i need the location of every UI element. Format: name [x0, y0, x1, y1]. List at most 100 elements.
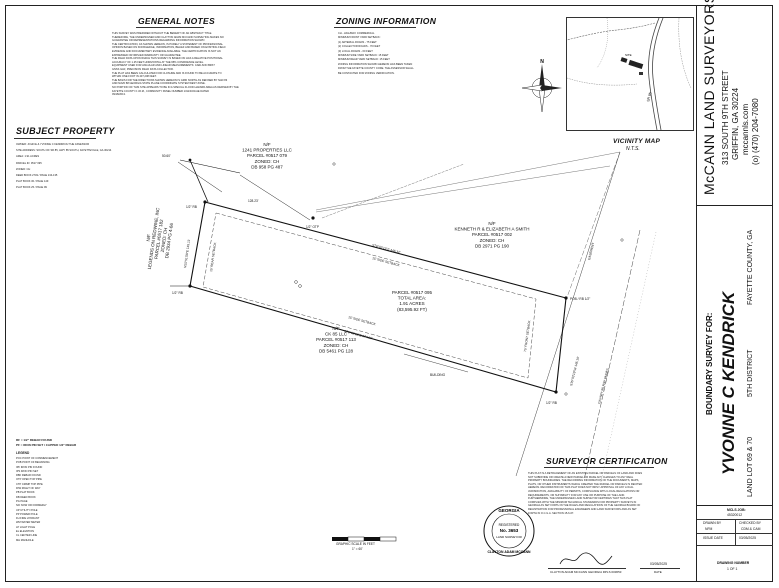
text-line: HEREON. RECORDATION OF THIS PLAT DOES NO…	[528, 486, 634, 490]
text-line: DEED BOOK 2749 / PAGE 134-135	[16, 174, 58, 178]
text-line: PROPERTY BOUNDARIES. THE RECORDING INFOR…	[528, 479, 640, 483]
text-line: EL ELEVATION	[16, 530, 34, 534]
company-website: mccannls.com	[741, 103, 750, 155]
sheet-border	[5, 5, 773, 582]
seal-sub: LAND SURVEYOR	[496, 535, 522, 539]
text-line: THIS PLAT IS A RETRACEMENT OF AN EXISTIN…	[528, 472, 643, 475]
text-line: ZONED: CH	[16, 167, 31, 171]
text-line: REQUIREMENTS, OR SUITABILITY FOR ANY USE…	[528, 493, 625, 497]
signature-caption: CLAYTON ADAM MCCANN GEORGIA RPLS 003653	[550, 570, 622, 574]
client-block: BOUNDARY SURVEY FOR: YVONNE C KENDRICK L…	[697, 205, 773, 506]
text-line: GNSS GLR, PRECISION FIELD DATA COLLECTOR…	[112, 67, 174, 71]
scale-label: GRAPHIC SCALE IN FEET	[336, 542, 375, 546]
client-name: YVONNE C KENDRICK	[719, 291, 738, 475]
north-arrow: N	[521, 59, 562, 113]
text-line: PB PLAT BOOK	[16, 491, 35, 495]
issue-date: 03/05/2025	[739, 536, 756, 540]
drawing-number-label: DRAWING NUMBER	[717, 561, 750, 565]
seal-middle: REGISTERED	[499, 523, 520, 527]
cert-date: 03/05/2025	[650, 562, 667, 566]
text-line: FURTHERMORE, THE UNDERSIGNED LAND SURVEY…	[528, 497, 633, 501]
text-line: GUARANTEE OR REPRESENTATIONS REGARDING I…	[112, 39, 205, 43]
text-line: FROM THE FAYETTE COUNTY CODE. THE ASSESS…	[338, 67, 414, 71]
text-line: WM WATER METER	[16, 521, 41, 525]
north-letter: N	[540, 59, 544, 65]
text-line: MINIMUM REAR YARD SETBACK: 15 FEET	[338, 58, 390, 62]
signature	[559, 552, 613, 565]
text-line: CL CENTER LINE	[16, 534, 38, 538]
text-line: NOT SUBDIVIDE OR CREATE A NEW PARCEL OR …	[528, 475, 634, 479]
seal-number: No. 3653	[500, 528, 519, 533]
company-phone: (o) (470) 204-7080	[751, 98, 760, 165]
text-line: (1) ARTERIAL ROADS - 75 FEET	[338, 40, 377, 44]
text-line: POB POINT OF BEGINNING	[16, 461, 50, 465]
text-line: IPF IRON PIN FOUND	[16, 465, 43, 469]
surveyor-cert-text: THIS PLAT IS A RETRACEMENT OF AN EXISTIN…	[528, 472, 684, 515]
text-line: FORTH IN O.C.G.A. SECTION 15-6-67.	[528, 511, 575, 515]
date-caption: DATE	[654, 570, 662, 574]
vicinity-site-marker	[628, 59, 644, 70]
surveyor-certification: SURVEYOR CERTIFICATION THIS PLAT IS A RE…	[470, 450, 686, 580]
company-address1: 313 SOUTH 9TH STREET	[721, 70, 730, 165]
text-line: COMPLIES WITH THE MINIMUM TECHNICAL STAN…	[528, 500, 637, 504]
text-line: IPS IRON PIN SET	[16, 469, 39, 473]
drawing-number: 1 OF 1	[727, 567, 738, 571]
survey-for-label: BOUNDARY SURVEY FOR:	[705, 312, 714, 415]
county: FAYETTE COUNTY, GA	[747, 229, 754, 305]
vicinity-map: SR 85 SITE	[566, 17, 694, 131]
job-info: MCLS JOB: 45320012 DRAWN BY NFM CHECKED …	[697, 505, 773, 581]
vicinity-map-title: VICINITY MAP	[613, 138, 661, 145]
text-line: EXPRESSED OR IMPLIED WARRANTY OR GUARANT…	[112, 53, 182, 57]
surveyor-seal: GEORGIA REGISTERED No. 3653 LAND SURVEYO…	[483, 505, 535, 557]
text-line: THE CERTIFICATION, AS SHOWN HEREON, IS P…	[112, 42, 223, 46]
district: 5TH DISTRICT	[747, 349, 754, 397]
company-address2: GRIFFIN, GA 30224	[731, 87, 740, 160]
text-line: GEORGIA AS SET FORTH IN THE RULES AND RE…	[528, 504, 641, 508]
job-number: 45320012	[727, 513, 743, 517]
text-line: MINIMUM FRONT YARD SETBACK:	[338, 36, 381, 40]
text-line: MINIMUM SIDE YARD SETBACK: 15 FEET	[338, 54, 389, 58]
issue-date-label: ISSUE DATE	[703, 536, 723, 540]
text-line: PG PAGE	[16, 499, 28, 503]
text-line: AND NAVD 88 GEORGIA STATE PLANE COORDINA…	[112, 82, 206, 86]
company-block: McCANN LAND SURVEYORS 313 SOUTH 9TH STRE…	[697, 0, 773, 206]
text-line: ACCURACY OF 1.25 FEET HORIZONTAL AT THE …	[112, 60, 204, 64]
text-line: BE CONTACTED FOR ZONING VERIFICATION.	[338, 71, 395, 75]
text-line: SITE ADDRESS: SOUTH OF SR 85, HWY 85 SOU…	[16, 149, 112, 153]
text-line: PP POWER POLE	[16, 512, 38, 516]
seal-top: GEORGIA	[498, 508, 520, 513]
text-line: THEREFORE, THE UNDERSIGNED AND CLAYTON A…	[112, 35, 224, 39]
text-line: EQUIPMENT USED FOR ANGULAR AND LINEAR ME…	[112, 64, 215, 68]
vicinity-road-label: SR 85	[646, 92, 652, 102]
text-line: THIS SURVEY WAS PREPARED WITHOUT THE BEN…	[112, 32, 213, 35]
vicinity-site-label: SITE	[625, 53, 632, 57]
drawn-by: NFM	[705, 527, 713, 531]
text-line: R/W RIGHT OF WAY	[16, 487, 41, 491]
text-line: CH - HIGHWAY COMMERCIAL	[338, 32, 375, 35]
vicinity-map-subtitle: N.T.S.	[626, 146, 640, 152]
text-line: OWNER: JOHN E & YVONNE C KENDRICK/ THE A…	[16, 143, 90, 146]
text-line: MH MANHOLE	[16, 538, 34, 542]
text-line: CTP CRIMP TOP PIPE	[16, 482, 43, 486]
graphic-scale: GRAPHIC SCALE IN FEET 1" = 60'	[330, 532, 400, 556]
legend-title: LEGEND	[16, 451, 30, 455]
drawn-by-label: DRAWN BY	[703, 521, 722, 525]
text-line: AREA: 1.91 ACRES	[16, 155, 40, 159]
company-name: McCANN LAND SURVEYORS	[701, 0, 717, 195]
text-line: THE FIELD DATA UPON WHICH THIS SURVEY IS…	[112, 57, 223, 61]
job-label: MCLS JOB:	[727, 508, 746, 512]
text-line: LP LIGHT POLE	[16, 525, 36, 529]
seal-bottom: CLAYTON ADAM MCCANN	[487, 550, 531, 554]
text-line: UP UTILITY POLE	[16, 508, 38, 512]
text-line: OTP OPEN TOP PIPE	[16, 478, 42, 482]
text-line: ZONING INFORMATION SHOWN HEREON HAS BEEN…	[338, 62, 413, 66]
zoning-info-title: ZONING INFORMATION	[336, 16, 437, 26]
subject-property-title: SUBJECT PROPERTY	[16, 126, 115, 136]
general-notes: GENERAL NOTES THIS SURVEY WAS PREPARED W…	[108, 10, 310, 150]
text-line: FAYETTE COUNTY F.I.R.M., COMMUNITY PANEL…	[112, 89, 209, 93]
checked-by-label: CHECKED BY	[739, 521, 762, 525]
